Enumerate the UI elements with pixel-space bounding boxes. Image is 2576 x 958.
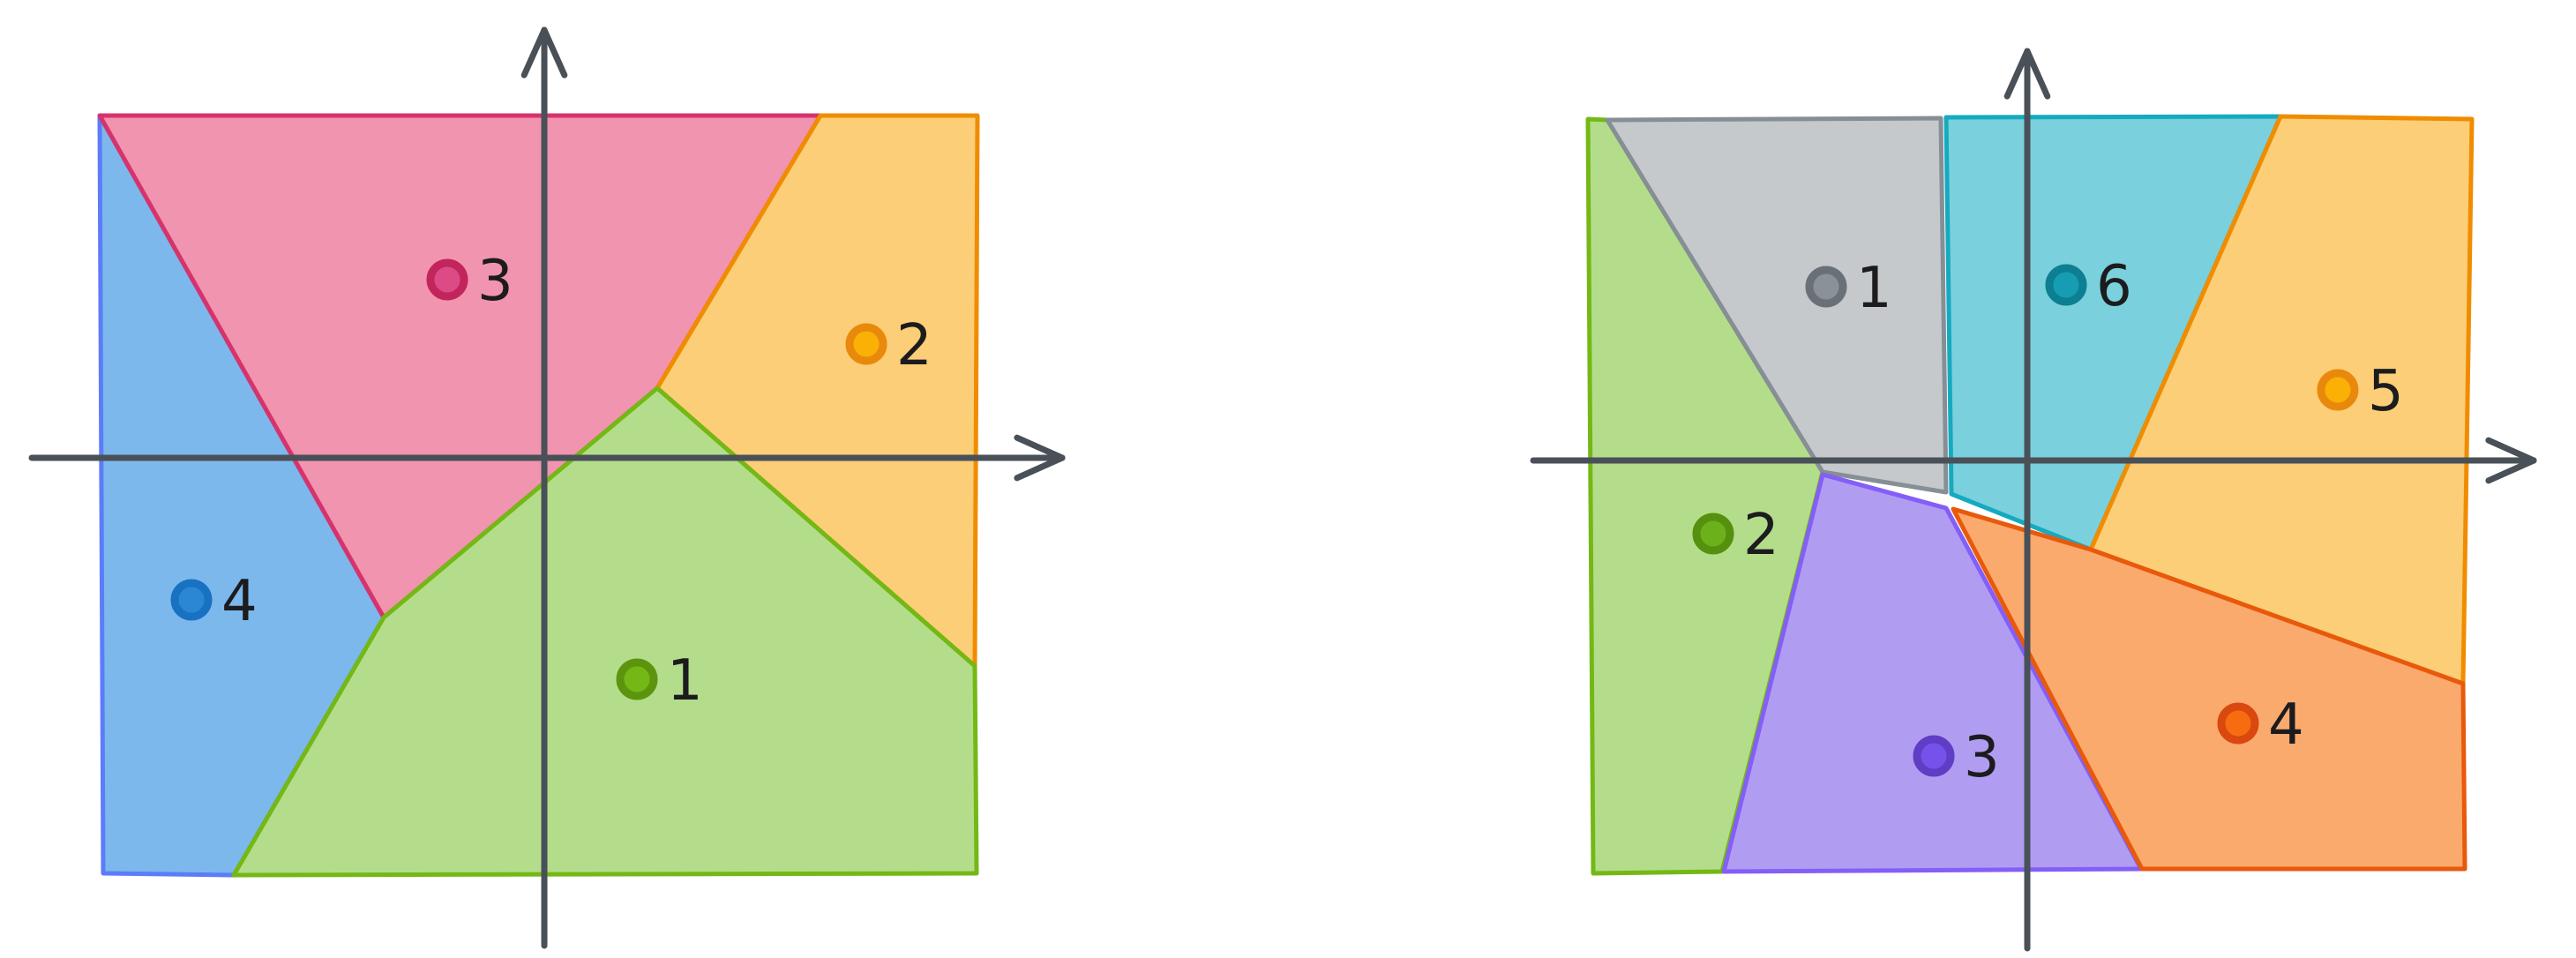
voronoi-right-site-dot-6: [2045, 264, 2087, 306]
voronoi-left: 4 3 2 1: [28, 26, 1066, 949]
voronoi-left-site-label-1: 1: [667, 648, 703, 714]
voronoi-right-site-dot-1: [1805, 266, 1847, 308]
voronoi-right-site-dot-5: [2317, 369, 2359, 411]
y-axis-arrowhead-0: [520, 26, 548, 79]
voronoi-left-site-dot-4: [170, 579, 213, 621]
voronoi-left-site-label-4: 4: [221, 569, 258, 634]
voronoi-left-x-axis: [28, 434, 1066, 482]
y-axis-arrowhead-0: [2003, 48, 2031, 100]
voronoi-right-site-label-4: 4: [2268, 692, 2304, 758]
voronoi-left-site-label-3: 3: [477, 249, 513, 314]
voronoi-left-site-dot-3: [426, 258, 468, 301]
voronoi-right-site-label-5: 5: [2368, 359, 2404, 424]
voronoi-left-site-label-2: 2: [896, 313, 932, 378]
voronoi-right: 2 1 6 5 3 4: [1530, 48, 2537, 952]
voronoi-right-cell-gray: [1605, 116, 1949, 495]
voronoi-left-site-dot-1: [616, 658, 658, 700]
y-axis-arrowhead-1: [541, 26, 568, 79]
voronoi-right-y-axis: [2003, 48, 2051, 952]
x-axis-arrowhead-1: [2485, 457, 2537, 484]
voronoi-right-site-label-3: 3: [1964, 725, 2000, 790]
voronoi-right-site-dot-2: [1692, 513, 1734, 555]
voronoi-right-site-label-6: 6: [2096, 254, 2132, 319]
voronoi-right-site-label-2: 2: [1743, 503, 1779, 568]
voronoi-right-cell-orange: [1951, 506, 2467, 872]
x-axis-arrowhead-0: [1014, 434, 1066, 461]
voronoi-left-y-axis: [520, 26, 568, 949]
voronoi-right-site-dot-4: [2217, 702, 2259, 745]
voronoi-left-cell-green: [231, 385, 979, 878]
voronoi-right-site-dot-3: [1913, 735, 1955, 777]
voronoi-right-x-axis: [1530, 437, 2537, 484]
voronoi-right-site-label-1: 1: [1856, 256, 1892, 321]
voronoi-left-site-dot-2: [845, 323, 887, 365]
x-axis-arrowhead-0: [2485, 437, 2537, 464]
y-axis-arrowhead-1: [2024, 48, 2051, 100]
x-axis-arrowhead-1: [1014, 454, 1066, 482]
